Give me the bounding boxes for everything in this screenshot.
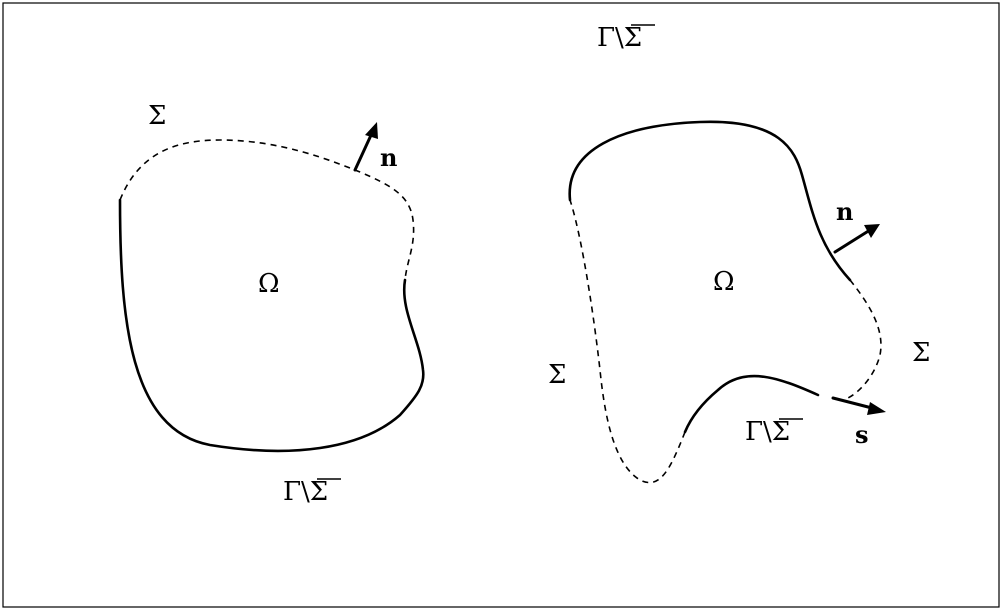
right-domain: Γ\Σ n Ω Σ Σ Γ\Σ s — [548, 23, 930, 484]
right-gamma-top-boundary — [568, 120, 852, 282]
right-sigma-right-boundary — [847, 279, 882, 399]
right-normal-label: n — [836, 197, 853, 226]
left-omega-label: Ω — [258, 269, 280, 299]
left-normal-label: n — [380, 143, 397, 172]
left-gamma-boundary — [118, 198, 425, 453]
left-sigma-label: Σ — [148, 101, 166, 131]
right-sigma-label-left: Σ — [548, 360, 566, 390]
right-sigma-label-right: Σ — [912, 338, 930, 368]
left-sigma-boundary — [119, 139, 415, 281]
right-gamma-bottom-boundary — [683, 374, 820, 434]
right-normal-arrow — [833, 228, 872, 254]
right-top-gamma-label: Γ\Σ — [597, 23, 642, 53]
right-tangent-arrowhead — [867, 402, 886, 415]
left-normal-arrowhead — [365, 122, 378, 139]
right-omega-label: Ω — [713, 267, 735, 297]
right-tangent-arrow — [831, 396, 874, 410]
right-normal-arrowhead — [864, 224, 880, 238]
left-gamma-label: Γ\Σ — [283, 477, 328, 507]
right-sigma-left-boundary — [569, 199, 686, 484]
left-normal-arrow — [353, 131, 374, 172]
left-domain: Σ n Ω Γ\Σ — [118, 101, 425, 507]
right-bottom-gamma-label: Γ\Σ — [745, 417, 790, 447]
right-tangent-label: s — [855, 420, 869, 449]
